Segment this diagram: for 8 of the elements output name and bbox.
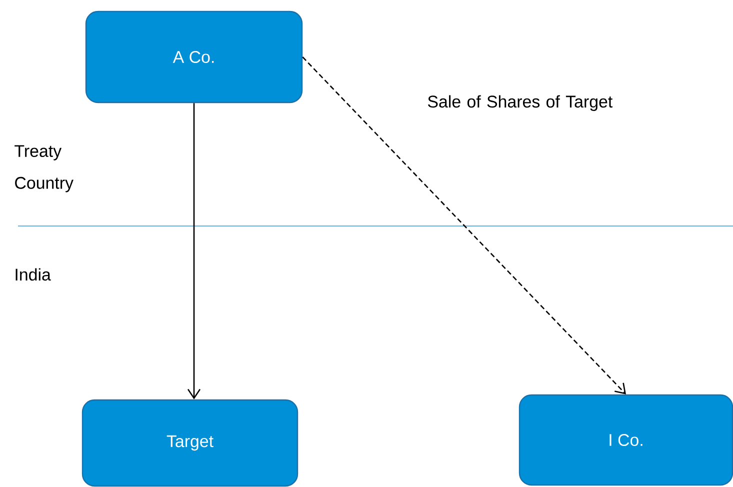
process-box: A Co.	[85, 10, 303, 104]
region-label: India	[16, 268, 51, 281]
process-box: I Co.	[518, 394, 733, 486]
edge-label: Sale of Shares of Target	[428, 95, 613, 111]
process-box: Target	[82, 399, 298, 487]
region-label: Treaty Country	[14, 145, 74, 192]
arrow	[187, 103, 201, 400]
arrow	[302, 56, 626, 394]
